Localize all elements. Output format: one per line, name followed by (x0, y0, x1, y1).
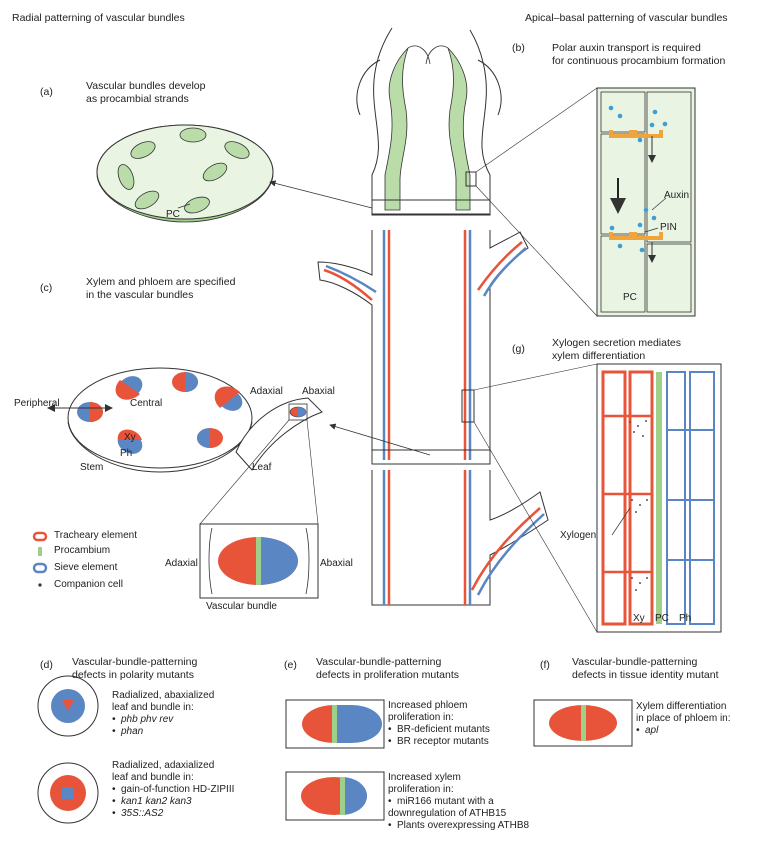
panel-b-title-2: for continuous procambium formation (552, 55, 725, 67)
label-xy: Xy (124, 432, 136, 444)
panel-e-title-1: Vascular-bundle-patterning (316, 656, 441, 668)
bundle-abaxial: Abaxial (320, 558, 353, 570)
header-apical: Apical–basal patterning of vascular bund… (525, 12, 728, 24)
list-item: BR receptor mutants (388, 736, 490, 748)
panel-e-case2-line1: Increased xylem (388, 772, 461, 784)
label-adaxial: Adaxial (250, 386, 283, 398)
panel-g-tag: (g) (512, 343, 525, 355)
panel-e-tag: (e) (284, 659, 297, 671)
legend-companion: Companion cell (54, 579, 123, 591)
panel-g-xylogen: Xylogen (560, 530, 596, 542)
panel-a-pc: PC (166, 209, 180, 221)
panel-b-auxin: Auxin (664, 190, 689, 202)
list-item: gain-of-function HD-ZIPIII (112, 784, 234, 796)
bundle-adaxial: Adaxial (165, 558, 198, 570)
panel-g-xy: Xy (633, 613, 645, 625)
panel-e-case2-line2: proliferation in: (388, 784, 454, 796)
panel-d-case1-line2: leaf and bundle in: (112, 702, 194, 714)
list-item: Plants overexpressing ATHB8 (388, 820, 529, 832)
auxin-cells (597, 88, 695, 316)
legend-procambium: Procambium (54, 545, 110, 557)
list-item: apl (636, 725, 658, 737)
legend-tracheary: Tracheary element (54, 530, 137, 542)
panel-f-title-1: Vascular-bundle-patterning (572, 656, 697, 668)
mutant-phloem-prolif (286, 700, 384, 748)
mutant-abaxialized (38, 676, 98, 736)
stem (318, 230, 528, 460)
panel-a-tag: (a) (40, 86, 53, 98)
panel-d-title-1: Vascular-bundle-patterning (72, 656, 197, 668)
panel-e-case1-list: BR-deficient mutants BR receptor mutants (388, 724, 490, 748)
list-item: kan1 kan2 kan3 (112, 796, 234, 808)
panel-e-case1-line1: Increased phloem (388, 700, 468, 712)
label-ph: Ph (120, 448, 132, 460)
panel-f-line2: in place of phloem in: (636, 713, 731, 725)
panel-c-tag: (c) (40, 282, 52, 294)
label-central: Central (130, 398, 162, 410)
panel-c-title-2: in the vascular bundles (86, 289, 193, 301)
label-stem: Stem (80, 462, 103, 474)
legend-swatches (34, 533, 46, 587)
label-leaf: Leaf (252, 462, 271, 474)
list-item: 35S::AS2 (112, 808, 234, 820)
panel-e-case1-line2: proliferation in: (388, 712, 454, 724)
lower-stem (372, 470, 548, 605)
label-abaxial: Abaxial (302, 386, 335, 398)
panel-f-title-2: defects in tissue identity mutant (572, 669, 719, 681)
mutant-xylem-prolif (286, 772, 384, 820)
list-item: phan (112, 726, 173, 738)
panel-d-case2-list: gain-of-function HD-ZIPIII kan1 kan2 kan… (112, 784, 234, 820)
bundle-caption: Vascular bundle (206, 601, 277, 613)
panel-g-ph: Ph (679, 613, 691, 625)
panel-f-list: apl (636, 725, 658, 737)
panel-a-title-1: Vascular bundles develop (86, 80, 205, 92)
panel-e-case2-list: miR166 mutant with a downregulation of A… (388, 796, 529, 832)
panel-d-case2-line2: leaf and bundle in: (112, 772, 194, 784)
cross-section-procambial (97, 125, 273, 222)
stem-section-bundles (48, 368, 252, 472)
panel-g-title-1: Xylogen secretion mediates (552, 337, 681, 349)
legend-sieve: Sieve element (54, 562, 117, 574)
panel-g-title-2: xylem differentiation (552, 350, 645, 362)
panel-b-pc: PC (623, 292, 637, 304)
list-item-continued: downregulation of ATHB15 (388, 808, 529, 820)
list-item: miR166 mutant with a (388, 796, 529, 808)
panel-d-title-2: defects in polarity mutants (72, 669, 194, 681)
panel-e-title-2: defects in proliferation mutants (316, 669, 459, 681)
panel-g-pc: PC (655, 613, 669, 625)
panel-d-case2-line1: Radialized, adaxialized (112, 760, 214, 772)
panel-d-tag: (d) (40, 659, 53, 671)
header-radial: Radial patterning of vascular bundles (12, 12, 185, 24)
panel-d-case1-line1: Radialized, abaxialized (112, 690, 214, 702)
panel-a-title-2: as procambial strands (86, 93, 189, 105)
panel-b-pin: PIN (660, 222, 677, 234)
xylogen-cells (597, 364, 721, 632)
shoot-apex (357, 28, 501, 215)
mutant-adaxialized (38, 763, 98, 823)
panel-b-title-1: Polar auxin transport is required (552, 42, 701, 54)
vascular-bundle-detail (200, 524, 318, 598)
mutant-apl (534, 700, 632, 746)
panel-d-case1-list: phb phv rev phan (112, 714, 173, 738)
panel-c-title-1: Xylem and phloem are specified (86, 276, 235, 288)
label-peripheral: Peripheral (14, 398, 60, 410)
panel-f-tag: (f) (540, 659, 550, 671)
list-item: phb phv rev (112, 714, 173, 726)
panel-f-line1: Xylem differentiation (636, 701, 726, 713)
list-item: BR-deficient mutants (388, 724, 490, 736)
panel-b-tag: (b) (512, 42, 525, 54)
